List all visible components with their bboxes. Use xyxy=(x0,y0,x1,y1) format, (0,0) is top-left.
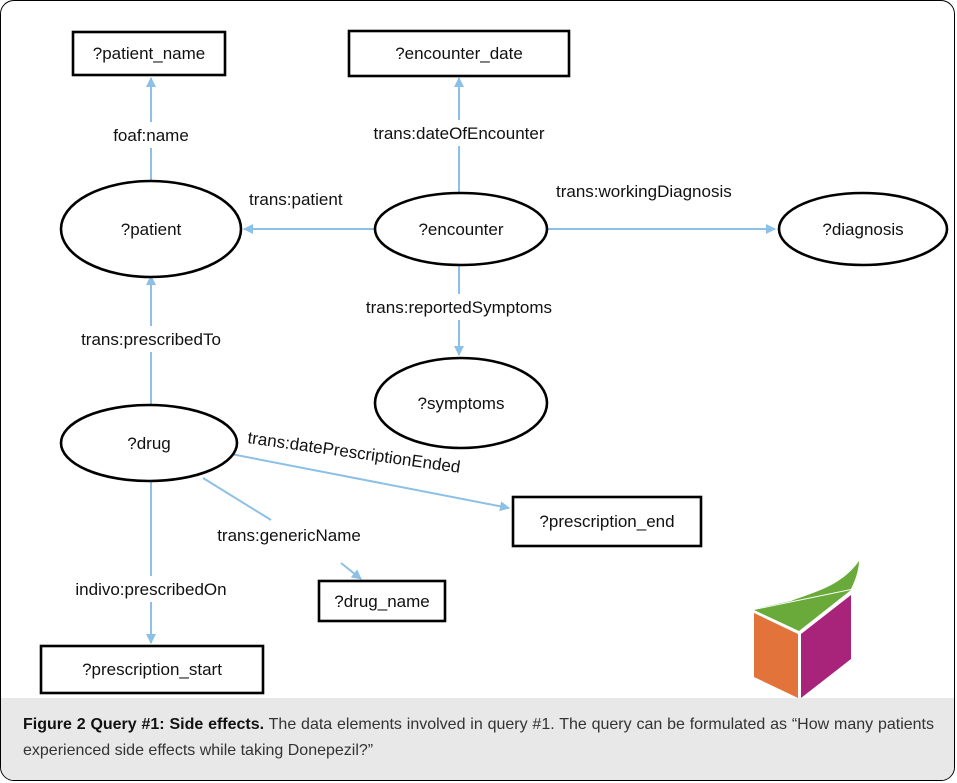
node-symptoms: ?symptoms xyxy=(373,356,549,450)
publisher-logo xyxy=(754,561,859,698)
node-patient-label: ?patient xyxy=(121,220,182,239)
node-encounter-date: ?encounter_date xyxy=(347,29,571,78)
node-encounter-date-label: ?encounter_date xyxy=(395,44,523,63)
node-encounter-label: ?encounter xyxy=(418,220,503,239)
node-patient: ?patient xyxy=(59,179,243,279)
node-drug-name-label: ?drug_name xyxy=(334,592,429,611)
query-graph: foaf:name trans:dateOfEncounter trans:pa… xyxy=(39,29,949,698)
edge-date-prescription-ended xyxy=(230,453,510,512)
caption-text: The data elements involved in query #1. … xyxy=(23,716,934,759)
edge-label-foaf-name: foaf:name xyxy=(113,126,189,145)
node-symptoms-label: ?symptoms xyxy=(418,394,505,413)
node-patient-name: ?patient_name xyxy=(71,30,227,77)
edge-label-working-diagnosis: trans:workingDiagnosis xyxy=(556,182,732,201)
edge-generic-name-b xyxy=(340,562,362,580)
edge-label-reported-symptoms: trans:reportedSymptoms xyxy=(366,298,552,317)
node-drug-label: ?drug xyxy=(127,434,170,453)
node-prescription-end: ?prescription_end xyxy=(511,495,703,548)
caption-title: Figure 2 Query #1: Side effects. xyxy=(23,716,265,733)
node-diagnosis: ?diagnosis xyxy=(777,191,949,267)
edge-label-prescribed-on: indivo:prescribedOn xyxy=(75,580,226,599)
figure-caption: Figure 2 Query #1: Side effects. The dat… xyxy=(1,698,954,780)
node-patient-name-label: ?patient_name xyxy=(93,44,205,63)
node-diagnosis-label: ?diagnosis xyxy=(822,220,903,239)
edge-label-date-of-encounter: trans:dateOfEncounter xyxy=(373,124,544,143)
node-prescription-start-label: ?prescription_start xyxy=(82,660,222,679)
edge-label-prescribed-to: trans:prescribedTo xyxy=(81,330,221,349)
node-drug: ?drug xyxy=(59,403,239,483)
edge-generic-name-a xyxy=(202,477,272,521)
edge-label-trans-patient: trans:patient xyxy=(249,190,343,209)
edge-label-generic-name: trans:genericName xyxy=(217,526,361,545)
node-prescription-end-label: ?prescription_end xyxy=(539,512,674,531)
node-encounter: ?encounter xyxy=(373,191,549,267)
node-prescription-start: ?prescription_start xyxy=(39,644,265,695)
node-drug-name: ?drug_name xyxy=(317,579,447,623)
